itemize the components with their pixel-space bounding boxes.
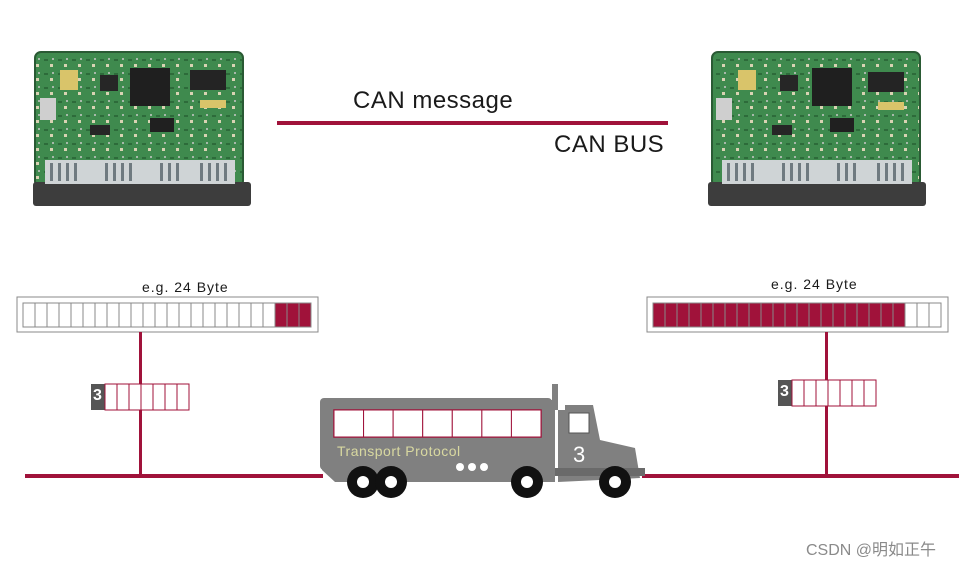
left-segment-cells — [104, 383, 190, 411]
left-buffer-cell — [298, 302, 312, 328]
left-buffer-cell — [154, 302, 168, 328]
truck-cargo-cell — [363, 409, 394, 438]
right-buffer-cell — [880, 302, 894, 328]
truck-wheel — [511, 466, 543, 498]
left-segment-cell — [140, 383, 154, 411]
right-buffer-cell — [736, 302, 750, 328]
right-segment-cell — [815, 379, 829, 407]
left-segment-cell — [104, 383, 118, 411]
left-buffer-cell — [34, 302, 48, 328]
truck-cargo-cell — [451, 409, 483, 438]
left-buffer-cells — [22, 302, 312, 328]
truck-cargo-cell — [392, 409, 424, 438]
left-buffer-cell — [166, 302, 180, 328]
truck-label: Transport Protocol — [337, 443, 461, 459]
right-buffer-cell — [868, 302, 882, 328]
right-segment-number: 3 — [780, 383, 789, 400]
right-ecu-board — [708, 51, 926, 206]
right-buffer-cell — [892, 302, 906, 328]
left-segment-cell — [176, 383, 190, 411]
left-buffer-cell — [250, 302, 264, 328]
truck-wheel — [599, 466, 631, 498]
left-buffer-cell — [142, 302, 156, 328]
left-buffer-cell — [262, 302, 276, 328]
right-buffer-cell — [700, 302, 714, 328]
left-buffer-cell — [202, 302, 216, 328]
left-buffer-cell — [82, 302, 96, 328]
right-buffer-cell — [856, 302, 870, 328]
right-segment-cell — [791, 379, 805, 407]
can-message-label: CAN message — [353, 87, 514, 114]
left-buffer-cell — [94, 302, 108, 328]
right-buffer-cell — [904, 302, 918, 328]
truck-wheel — [347, 466, 379, 498]
left-buffer-cell — [118, 302, 132, 328]
left-buffer-cell — [274, 302, 288, 328]
right-buffer-cell — [688, 302, 702, 328]
right-byte-size-label: e.g. 24 Byte — [771, 276, 858, 292]
left-buffer-cell — [286, 302, 300, 328]
truck-cargo-cell — [481, 409, 512, 438]
right-buffer-cell — [808, 302, 822, 328]
left-buffer-cell — [70, 302, 84, 328]
right-buffer-cells — [652, 302, 942, 328]
truck-wheel — [375, 466, 407, 498]
left-segment-cell — [128, 383, 142, 411]
truck-icon — [320, 384, 645, 498]
left-buffer-cell — [214, 302, 228, 328]
right-buffer-cell — [676, 302, 690, 328]
right-buffer-cell — [772, 302, 786, 328]
right-buffer-cell — [712, 302, 726, 328]
left-buffer-cell — [130, 302, 144, 328]
truck-cargo-cell — [510, 409, 542, 438]
right-buffer-cell — [724, 302, 738, 328]
right-buffer-cell — [748, 302, 762, 328]
right-segment-cell — [863, 379, 877, 407]
truck-number: 3 — [573, 442, 586, 467]
left-ecu-board — [33, 51, 251, 206]
right-segment-cell — [803, 379, 817, 407]
right-buffer-cell — [664, 302, 678, 328]
left-segment-cell — [116, 383, 130, 411]
can-bus-label: CAN BUS — [554, 131, 665, 158]
right-segment-number-box — [778, 380, 792, 406]
left-bus-line — [25, 474, 323, 478]
left-buffer-cell — [190, 302, 204, 328]
right-segment-cells — [791, 379, 877, 407]
left-buffer-cell — [178, 302, 192, 328]
can-message-line — [277, 121, 668, 125]
left-buffer-cell — [58, 302, 72, 328]
right-buffer-cell — [832, 302, 846, 328]
left-buffer-cell — [238, 302, 252, 328]
left-buffer-cell — [106, 302, 120, 328]
left-segment-cell — [164, 383, 178, 411]
right-buffer-cell — [928, 302, 942, 328]
right-buffer-cell — [844, 302, 858, 328]
right-buffer-cell — [796, 302, 810, 328]
left-buffer-cell — [46, 302, 60, 328]
left-buffer-cell — [22, 302, 36, 328]
truck-cargo-cell — [422, 409, 453, 438]
left-byte-size-label: e.g. 24 Byte — [142, 279, 229, 295]
right-segment-cell — [839, 379, 853, 407]
right-segment-cell — [827, 379, 841, 407]
right-buffer-cell — [820, 302, 834, 328]
truck-cargo-cells — [333, 409, 542, 438]
watermark: CSDN @明如正午 — [806, 542, 937, 559]
left-segment-cell — [152, 383, 166, 411]
truck-cargo-cell — [333, 409, 365, 438]
left-buffer-cell — [226, 302, 240, 328]
right-buffer-cell — [760, 302, 774, 328]
right-buffer-cell — [784, 302, 798, 328]
right-buffer-cell — [916, 302, 930, 328]
right-segment-cell — [851, 379, 865, 407]
right-bus-line — [642, 474, 959, 478]
left-segment-number: 3 — [93, 387, 102, 404]
right-buffer-cell — [652, 302, 666, 328]
left-segment-number-box — [91, 384, 105, 410]
